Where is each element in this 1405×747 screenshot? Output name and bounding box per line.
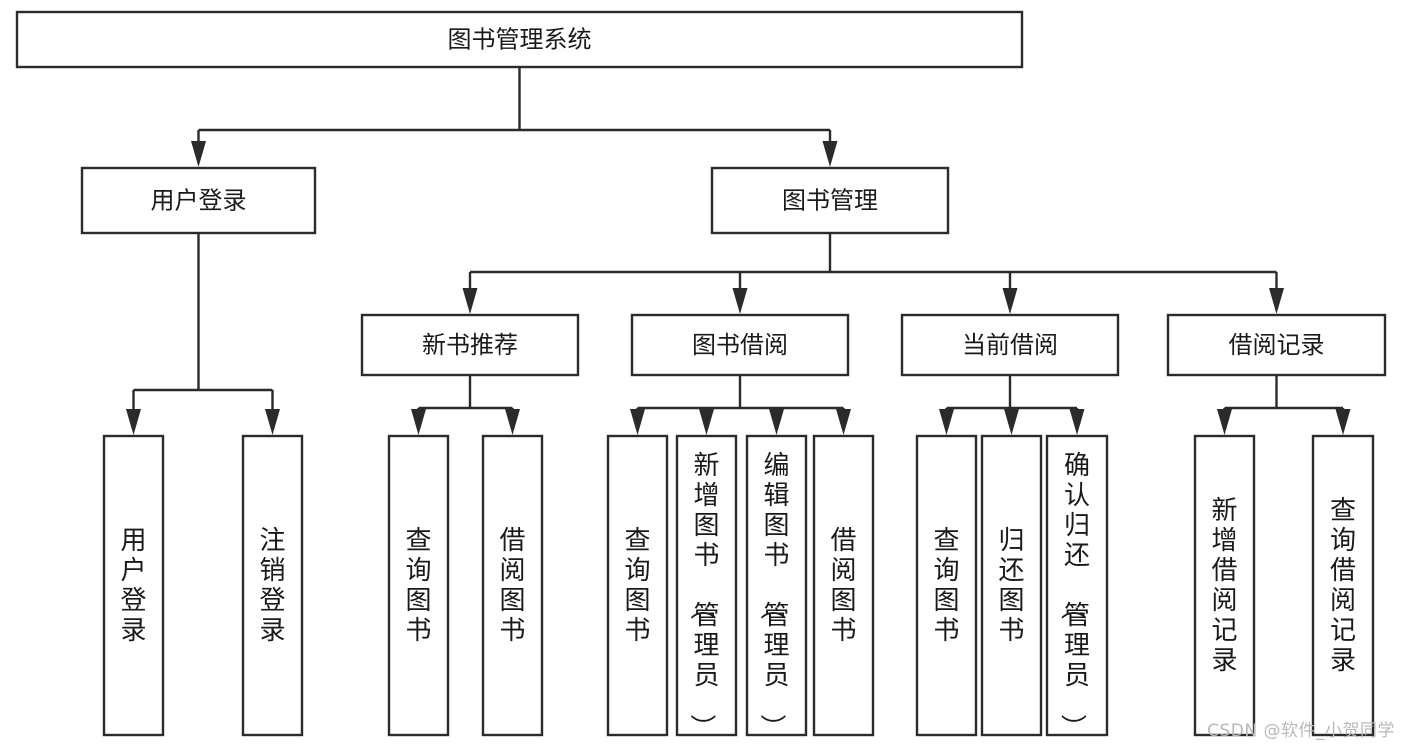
node-box-leaf-edit-book[interactable] (745, 434, 808, 737)
node-leaf-add-book[interactable]: 新增图书（管理员） (675, 434, 738, 740)
node-label-new-book-recommend: 新书推荐 (422, 331, 518, 359)
node-box-current-borrow[interactable] (900, 313, 1120, 377)
arrow-head-icon (462, 288, 478, 314)
edge-group-book-manage (462, 233, 1284, 314)
arrow-head-icon (126, 409, 141, 435)
node-leaf-query-record[interactable]: 查询借阅记录 (1311, 434, 1375, 737)
node-book-borrow[interactable]: 图书借阅 (630, 313, 850, 377)
node-box-root[interactable] (15, 10, 1024, 69)
node-label-leaf-borrow-book-1: 借阅图书 (499, 526, 525, 646)
arrow-head-icon (1069, 409, 1085, 435)
node-label-root: 图书管理系统 (448, 26, 592, 54)
node-leaf-query-book-3[interactable]: 查询图书 (915, 434, 978, 737)
node-box-leaf-query-book-2[interactable] (606, 434, 669, 737)
node-label-leaf-add-book: 新增图书（管理员） (686, 451, 719, 740)
node-box-book-borrow[interactable] (630, 313, 850, 377)
node-box-leaf-add-record[interactable] (1193, 434, 1256, 737)
edge-group-root (191, 67, 838, 167)
node-leaf-query-book-2[interactable]: 查询图书 (606, 434, 669, 737)
edge-group-user-login (126, 233, 280, 435)
node-leaf-return-book[interactable]: 归还图书 (980, 434, 1043, 737)
node-label-leaf-query-book-2: 查询图书 (624, 526, 650, 646)
node-label-leaf-user-login: 用户登录 (120, 526, 146, 646)
node-root[interactable]: 图书管理系统 (15, 10, 1024, 69)
node-leaf-confirm-return[interactable]: 确认归还（管理员） (1045, 434, 1109, 740)
arrow-head-icon (699, 409, 714, 435)
arrow-head-icon (1335, 409, 1351, 435)
edge-group-book-borrow (630, 375, 851, 435)
node-box-leaf-user-login[interactable] (102, 434, 165, 737)
node-box-leaf-add-book[interactable] (675, 434, 738, 737)
node-leaf-borrow-book-2[interactable]: 借阅图书 (812, 434, 875, 737)
node-label-leaf-query-record: 查询借阅记录 (1330, 496, 1356, 676)
arrow-head-icon (732, 288, 748, 314)
node-label-book-manage: 图书管理 (782, 187, 878, 215)
arrow-head-icon (411, 409, 426, 435)
node-box-book-manage[interactable] (710, 166, 950, 235)
edge-layer (126, 67, 1351, 435)
node-label-leaf-borrow-book-2: 借阅图书 (830, 526, 856, 646)
node-box-leaf-query-book-3[interactable] (915, 434, 978, 737)
arrow-head-icon (630, 409, 645, 435)
node-label-current-borrow: 当前借阅 (962, 331, 1058, 359)
node-borrow-record[interactable]: 借阅记录 (1166, 313, 1387, 377)
node-box-leaf-borrow-book-2[interactable] (812, 434, 875, 737)
node-label-borrow-record: 借阅记录 (1229, 331, 1325, 359)
node-box-leaf-logout[interactable] (241, 434, 304, 737)
node-box-leaf-return-book[interactable] (980, 434, 1043, 737)
node-box-borrow-record[interactable] (1166, 313, 1387, 377)
node-box-user-login[interactable] (80, 166, 317, 235)
node-leaf-borrow-book-1[interactable]: 借阅图书 (481, 434, 544, 737)
arrow-head-icon (1002, 288, 1018, 314)
arrow-head-icon (191, 141, 206, 167)
node-leaf-user-login[interactable]: 用户登录 (102, 434, 165, 737)
node-label-leaf-logout: 注销登录 (259, 526, 285, 646)
node-label-leaf-query-book-1: 查询图书 (405, 526, 431, 646)
node-label-leaf-add-record: 新增借阅记录 (1211, 496, 1237, 676)
node-book-manage[interactable]: 图书管理 (710, 166, 950, 235)
node-leaf-add-record[interactable]: 新增借阅记录 (1193, 434, 1256, 737)
edge-group-borrow-record (1217, 375, 1351, 435)
arrow-head-icon (836, 409, 851, 435)
arrow-head-icon (1004, 409, 1019, 435)
edge-group-current-borrow (939, 375, 1085, 435)
arrow-head-icon (265, 409, 280, 435)
node-label-user-login: 用户登录 (151, 187, 247, 215)
node-label-leaf-edit-book: 编辑图书（管理员） (756, 451, 789, 740)
arrow-head-icon (769, 409, 784, 435)
node-current-borrow[interactable]: 当前借阅 (900, 313, 1120, 377)
node-label-leaf-query-book-3: 查询图书 (933, 526, 959, 646)
node-leaf-edit-book[interactable]: 编辑图书（管理员） (745, 434, 808, 740)
node-box-new-book-recommend[interactable] (360, 313, 580, 377)
node-user-login[interactable]: 用户登录 (80, 166, 317, 235)
node-leaf-query-book-1[interactable]: 查询图书 (387, 434, 450, 737)
node-box-leaf-confirm-return[interactable] (1045, 434, 1109, 737)
arrow-head-icon (939, 409, 954, 435)
arrow-head-icon (1269, 288, 1284, 314)
node-label-leaf-return-book: 归还图书 (998, 526, 1024, 646)
arrow-head-icon (822, 141, 838, 167)
edge-group-new-book-recommend (411, 375, 520, 435)
arrow-head-icon (1217, 409, 1232, 435)
node-box-leaf-query-record[interactable] (1311, 434, 1375, 737)
node-label-leaf-confirm-return: 确认归还（管理员） (1057, 451, 1090, 740)
node-new-book-recommend[interactable]: 新书推荐 (360, 313, 580, 377)
node-box-leaf-borrow-book-1[interactable] (481, 434, 544, 737)
node-label-book-borrow: 图书借阅 (692, 331, 788, 359)
node-box-leaf-query-book-1[interactable] (387, 434, 450, 737)
node-leaf-logout[interactable]: 注销登录 (241, 434, 304, 737)
node-layer: 图书管理系统用户登录图书管理新书推荐图书借阅当前借阅借阅记录用户登录注销登录查询… (15, 10, 1387, 740)
arrow-head-icon (505, 409, 520, 435)
